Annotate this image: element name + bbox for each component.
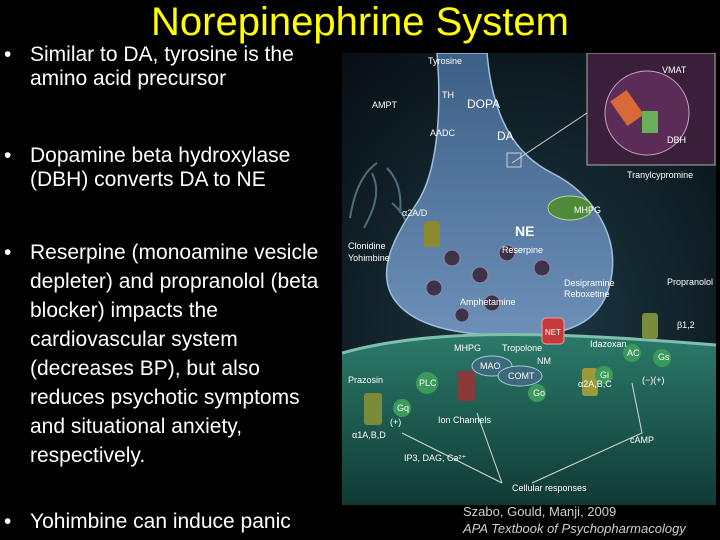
label-da: DA bbox=[497, 129, 514, 143]
label-propranolol: Propranolol bbox=[667, 277, 713, 287]
postsynaptic-membrane bbox=[342, 333, 716, 355]
bullet-marker: • bbox=[4, 144, 12, 167]
label-gi: Gi bbox=[600, 370, 609, 380]
label-go: Go bbox=[533, 388, 545, 398]
label-tropolone: Tropolone bbox=[502, 343, 542, 353]
label-yohimbine: Yohimbine bbox=[348, 253, 390, 263]
bullet-text: Reserpine (monoamine vesicle depleter) a… bbox=[30, 241, 319, 467]
label-ac: AC bbox=[627, 348, 640, 358]
ion-channel bbox=[457, 371, 475, 401]
bullet-marker: • bbox=[4, 43, 12, 66]
alpha2-autoreceptor bbox=[424, 221, 440, 247]
label-prazosin: Prazosin bbox=[348, 375, 383, 385]
comt-enzyme bbox=[497, 365, 543, 387]
bullet-text: Similar to DA, tyrosine is the amino aci… bbox=[30, 43, 294, 90]
label-cellular-responses: Cellular responses bbox=[512, 483, 587, 493]
label-mhpg-bottom: MHPG bbox=[454, 343, 481, 353]
net-transporter bbox=[541, 317, 565, 345]
alpha1-receptor bbox=[364, 393, 382, 425]
ac-enzyme bbox=[623, 344, 641, 362]
inset-pointer bbox=[511, 112, 588, 164]
label-gq: Gq bbox=[397, 403, 409, 413]
plc-enzyme bbox=[416, 372, 438, 394]
beta-receptor bbox=[642, 313, 658, 339]
label-camp: cAMP bbox=[630, 435, 654, 445]
bullet-dbh: • Dopamine beta hydroxylase (DBH) conver… bbox=[4, 144, 334, 192]
gi-protein bbox=[595, 366, 613, 384]
bullet-marker: • bbox=[4, 510, 12, 533]
label-tranylcypromine: Tranylcypromine bbox=[627, 170, 693, 180]
label-th: TH bbox=[442, 90, 454, 100]
label-reserpine: Reserpine bbox=[502, 245, 543, 255]
bullet-reserpine: • Reserpine (monoamine vesicle depleter)… bbox=[4, 238, 334, 470]
label-aadc: AADC bbox=[430, 128, 456, 138]
label-mao: MAO bbox=[480, 361, 501, 371]
label-ne: NE bbox=[515, 223, 534, 239]
citation-authors: Szabo, Gould, Manji, 2009 bbox=[463, 504, 617, 519]
label-mhpg-top: MHPG bbox=[574, 205, 601, 215]
dendrite-branches bbox=[349, 162, 410, 244]
alpha2-postsynaptic-receptor bbox=[582, 368, 598, 396]
label-plc: PLC bbox=[419, 378, 437, 388]
bullet-text: Yohimbine can induce panic bbox=[30, 510, 291, 533]
label-ampt: AMPT bbox=[372, 100, 398, 110]
label-clonidine: Clonidine bbox=[348, 241, 386, 251]
label-reboxetine: Reboxetine bbox=[564, 289, 610, 299]
gs-protein bbox=[653, 349, 671, 367]
label-dopa: DOPA bbox=[467, 97, 500, 111]
mitochondrion-top bbox=[547, 195, 593, 221]
label-nm: NM bbox=[537, 356, 551, 366]
go-protein bbox=[528, 384, 546, 402]
dbh-enzyme bbox=[642, 111, 658, 133]
inset-source-box bbox=[506, 152, 522, 168]
citation: Szabo, Gould, Manji, 2009 APA Textbook o… bbox=[463, 503, 686, 537]
bullet-yohimbine: • Yohimbine can induce panic bbox=[4, 510, 334, 534]
label-alpha1: α1A,B,D bbox=[352, 430, 386, 440]
slide-title: Norepinephrine System bbox=[151, 0, 569, 44]
label-idazoxan: Idazoxan bbox=[590, 339, 627, 349]
label-gs: Gs bbox=[658, 352, 670, 362]
bullet-marker: • bbox=[4, 241, 12, 264]
vmat-transporter bbox=[610, 89, 644, 127]
label-desipramine: Desipramine bbox=[564, 278, 615, 288]
label-alpha2-top: α2A/D bbox=[402, 208, 428, 218]
label-comt: COMT bbox=[508, 371, 535, 381]
label-minus-plus: (−)(+) bbox=[642, 375, 665, 385]
norepinephrine-synapse-diagram: Tyrosine TH AMPT DOPA AADC DA VMAT DBH T… bbox=[342, 53, 716, 505]
label-alpha2abc: α2A,B,C bbox=[578, 379, 612, 389]
label-dbh: DBH bbox=[667, 135, 686, 145]
vesicle-cluster bbox=[425, 244, 551, 323]
label-ip3: IP3, DAG, Ca²⁺ bbox=[404, 453, 467, 463]
label-beta12: β1,2 bbox=[677, 320, 695, 330]
signaling-arrows bbox=[401, 382, 643, 484]
label-tyrosine: Tyrosine bbox=[428, 56, 462, 66]
bullet-tyrosine: • Similar to DA, tyrosine is the amino a… bbox=[4, 43, 334, 91]
citation-source: APA Textbook of Psychopharmacology bbox=[463, 521, 686, 536]
label-amphetamine: Amphetamine bbox=[460, 297, 516, 307]
label-plus-left: (+) bbox=[390, 417, 401, 427]
gq-protein bbox=[393, 399, 411, 417]
label-ion-channels: Ion Channels bbox=[438, 415, 492, 425]
label-net: NET bbox=[545, 328, 561, 337]
label-vmat: VMAT bbox=[662, 65, 687, 75]
bullet-text: Dopamine beta hydroxylase (DBH) converts… bbox=[30, 144, 291, 191]
